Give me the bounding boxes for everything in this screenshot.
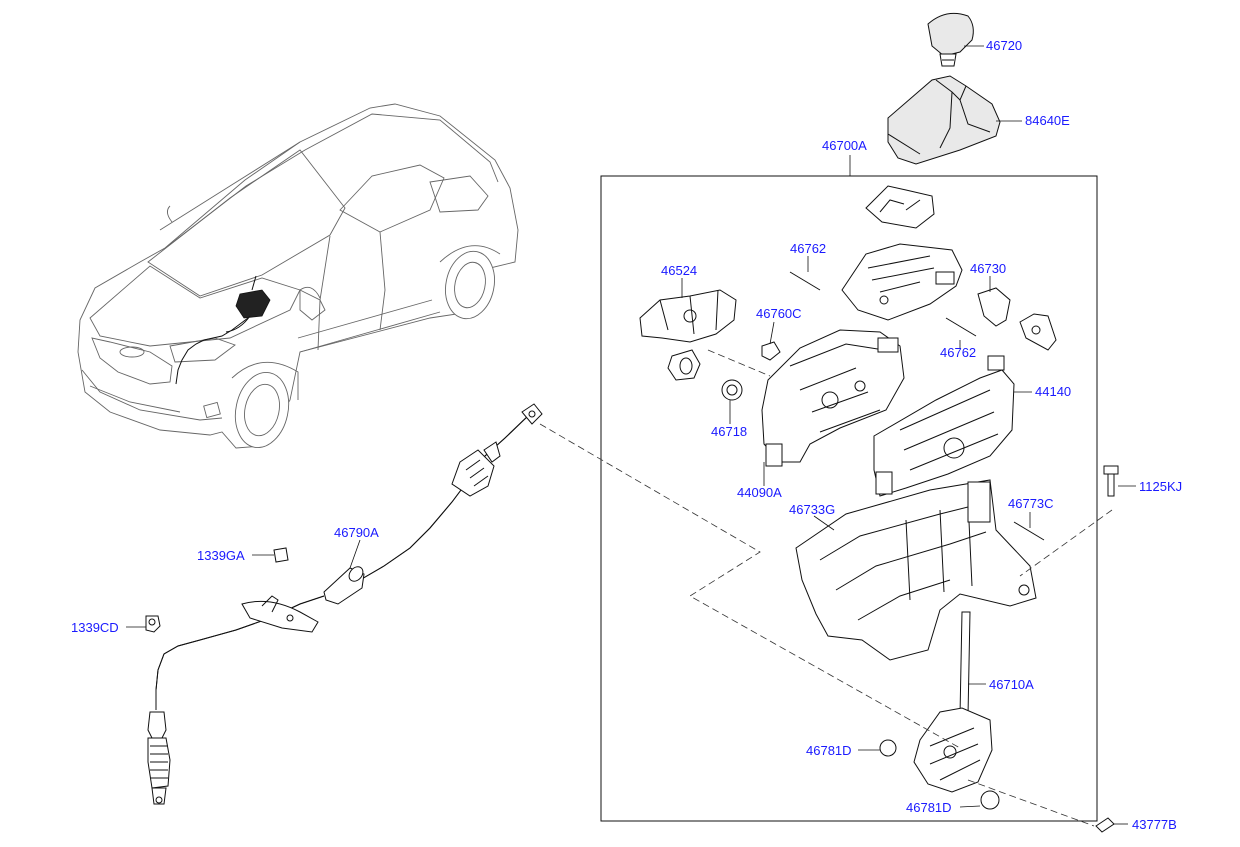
label-nut[interactable]: 1339CD [71, 620, 119, 635]
indicator-cover [789, 185, 1057, 351]
label-shift-cable[interactable]: 46790A [334, 525, 379, 540]
label-damper[interactable]: 46718 [711, 424, 748, 439]
label-indicator-parts[interactable]: 46730 [970, 261, 1007, 276]
label-clip[interactable]: 1339GA [197, 548, 245, 563]
label-housing-cover[interactable]: 44140 [1035, 384, 1072, 399]
label-retaining-clip[interactable]: 43777B [1132, 817, 1177, 832]
guide-lines [539, 349, 1113, 827]
housing-cover [873, 355, 1015, 497]
label-housing[interactable]: 44090A [737, 485, 782, 500]
label-pin-bracket[interactable]: 46773C [1008, 496, 1054, 511]
label-pin-upper[interactable]: 46762 [790, 241, 827, 256]
base-bracket [795, 465, 1119, 661]
shift-cable [145, 403, 543, 805]
small-parts [721, 341, 781, 401]
vehicle-illustration [77, 103, 519, 449]
label-switch[interactable]: 46760C [756, 306, 802, 321]
label-bushing-right[interactable]: 46781D [906, 800, 952, 815]
label-shifter-assembly[interactable]: 46700A [822, 138, 867, 153]
label-bushing-left[interactable]: 46781D [806, 743, 852, 758]
label-solenoid[interactable]: 46524 [661, 263, 698, 278]
shift-boot [887, 75, 1001, 165]
label-pin-lower[interactable]: 46762 [940, 345, 977, 360]
label-boot[interactable]: 84640E [1025, 113, 1070, 128]
shift-knob [927, 12, 974, 67]
shifter-housing [761, 329, 905, 467]
assembly-frame [600, 155, 1098, 822]
shift-lever [879, 611, 1000, 810]
shift-lock-solenoid [639, 289, 737, 381]
label-knob[interactable]: 46720 [986, 38, 1023, 53]
label-lever[interactable]: 46710A [989, 677, 1034, 692]
label-base-bracket[interactable]: 46733G [789, 502, 836, 517]
label-bolt[interactable]: 1125KJ [1139, 479, 1183, 494]
leader-lines [126, 45, 1136, 825]
